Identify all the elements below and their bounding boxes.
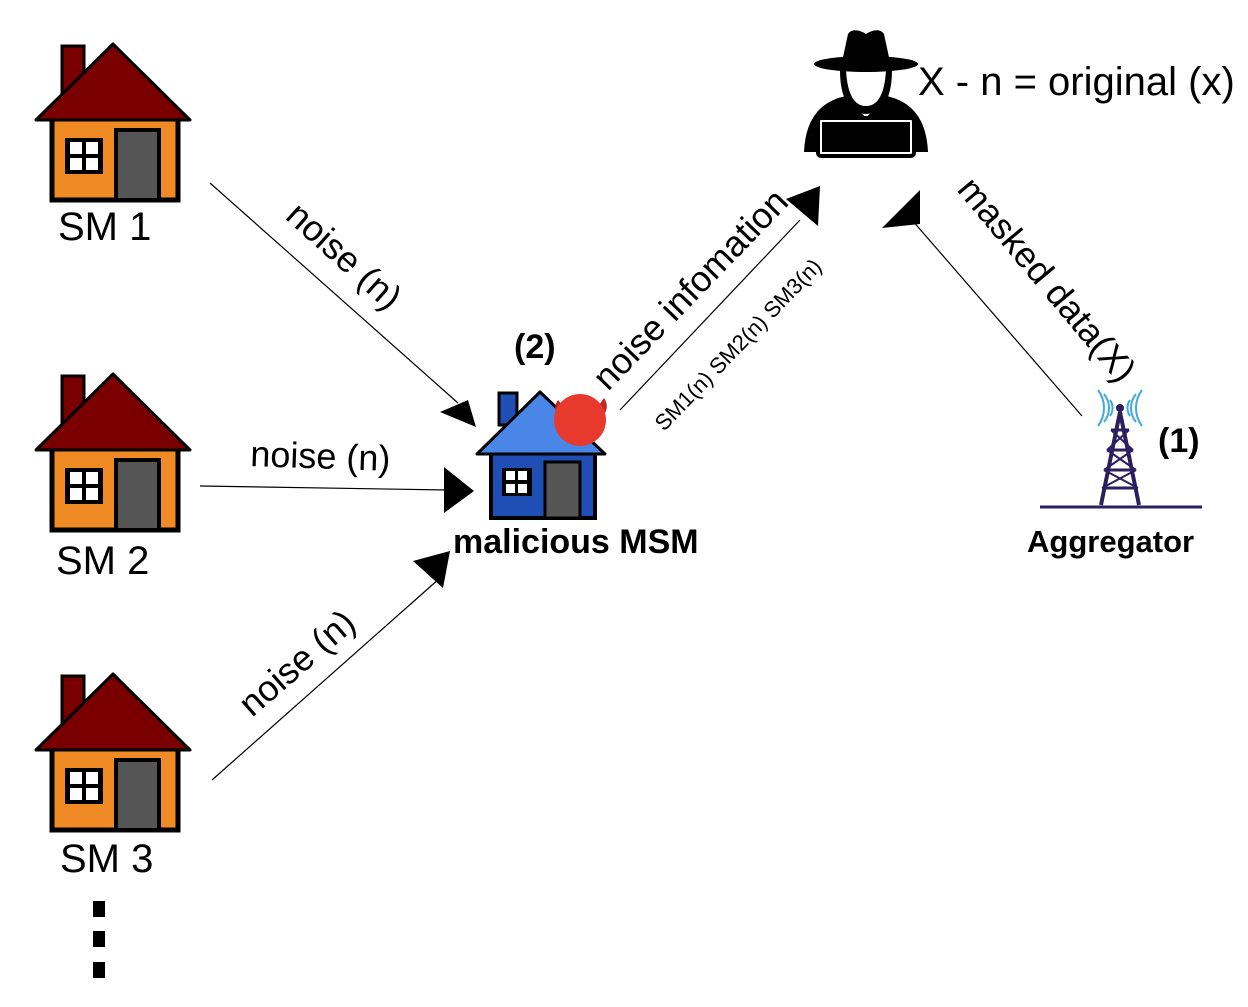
attacker-formula: X - n = original (x)	[918, 60, 1235, 104]
house-sm1: SM 1	[36, 44, 190, 249]
house-sm3: SM 3	[36, 674, 190, 881]
masked-data-label: masked data(X)	[950, 169, 1145, 390]
edge-aggregator-to-attacker	[882, 190, 1083, 417]
sm2-noise-label: noise (n)	[250, 433, 391, 479]
edge-sm1-to-msm	[209, 182, 476, 427]
aggregator-label: Aggregator	[1027, 524, 1194, 559]
noise-information-label: noise infomation	[584, 180, 796, 397]
sm3-label: SM 3	[60, 837, 153, 881]
hacker-icon	[804, 30, 928, 158]
vertical-ellipsis-icon	[93, 901, 105, 978]
house-icon	[36, 44, 190, 200]
devil-icon	[554, 394, 607, 446]
malicious-msm-label: malicious MSM	[453, 523, 699, 561]
edge-sm2-to-msm	[199, 467, 474, 513]
sm2-label: SM 2	[56, 539, 149, 583]
sm1-label: SM 1	[58, 205, 151, 249]
edge-msm-to-attacker	[619, 186, 820, 411]
malicious-msm: (2) malicious MSM	[453, 328, 699, 561]
edge-sm3-to-msm	[211, 551, 450, 781]
sm1-noise-label: noise (n)	[279, 193, 411, 317]
house-icon	[36, 674, 190, 830]
malicious-house-icon	[475, 390, 607, 520]
radio-tower-icon	[1040, 389, 1202, 509]
malicious-step-label: (2)	[514, 328, 556, 366]
aggregator-step-label: (1)	[1158, 422, 1200, 460]
house-sm2: SM 2	[36, 374, 190, 583]
house-icon	[36, 374, 190, 530]
